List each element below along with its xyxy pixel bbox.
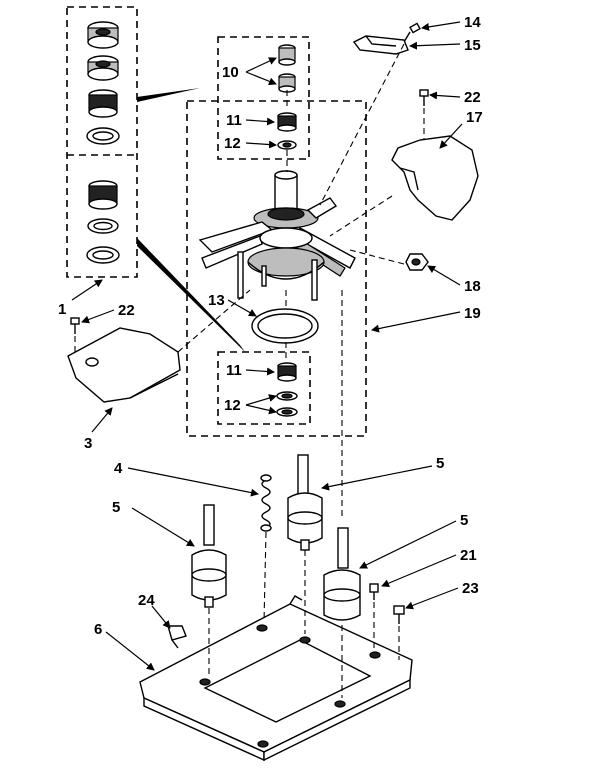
screw-22-right bbox=[419, 89, 429, 106]
kit-bearing-2 bbox=[87, 55, 119, 81]
bearing-10 bbox=[278, 44, 296, 93]
callout-4: 4 bbox=[114, 460, 123, 477]
base-6 bbox=[139, 595, 413, 762]
callout-5-top: 5 bbox=[436, 455, 444, 472]
callout-13: 13 bbox=[208, 292, 225, 309]
damper-5-center bbox=[287, 454, 323, 551]
callout-24: 24 bbox=[138, 592, 155, 609]
callout-10: 10 bbox=[222, 64, 239, 81]
kit-pointer-upper bbox=[137, 88, 200, 102]
kit-bearing-3 bbox=[88, 89, 118, 118]
screw-22-left bbox=[70, 317, 80, 334]
callout-11-lower: 11 bbox=[226, 362, 242, 379]
plate-3 bbox=[67, 327, 181, 403]
guide-lines bbox=[74, 43, 425, 698]
clip-24 bbox=[167, 625, 187, 649]
screw-21 bbox=[369, 583, 379, 600]
cover-17 bbox=[391, 135, 479, 221]
callout-5-right: 5 bbox=[460, 512, 468, 529]
callout-5-left: 5 bbox=[112, 499, 120, 516]
callout-18: 18 bbox=[464, 278, 481, 295]
screw-14 bbox=[403, 22, 421, 43]
kit-washer-2 bbox=[87, 218, 119, 234]
callout-21: 21 bbox=[460, 547, 477, 564]
screw-23 bbox=[393, 605, 405, 624]
callout-3: 3 bbox=[84, 435, 92, 452]
callout-12-upper: 12 bbox=[224, 135, 241, 152]
callout-labels: 14 15 10 11 12 22 17 18 19 13 11 12 1 22… bbox=[58, 14, 483, 638]
callout-12-lower: 12 bbox=[224, 397, 241, 414]
callout-14: 14 bbox=[464, 14, 481, 31]
bearing-11-upper bbox=[277, 112, 297, 132]
callout-23: 23 bbox=[462, 580, 479, 597]
kit-bearing-4 bbox=[88, 180, 118, 210]
callout-11-upper: 11 bbox=[226, 112, 242, 129]
damper-5-left bbox=[191, 504, 227, 608]
callout-15: 15 bbox=[464, 37, 481, 54]
bearing-11-lower bbox=[277, 362, 297, 382]
washers-12-lower bbox=[276, 391, 298, 417]
nut-18 bbox=[405, 253, 429, 271]
bracket-15 bbox=[352, 35, 409, 55]
damper-5-right bbox=[323, 527, 361, 621]
ring-13 bbox=[251, 308, 319, 344]
callout-22-left: 22 bbox=[118, 302, 135, 319]
kit-pointer-lower bbox=[137, 238, 245, 352]
callout-1: 1 bbox=[58, 301, 66, 318]
gearcase-box bbox=[186, 36, 367, 437]
callout-17: 17 bbox=[466, 109, 483, 126]
callout-19: 19 bbox=[464, 305, 481, 322]
kit-bearing-1 bbox=[87, 21, 119, 49]
callout-6: 6 bbox=[94, 621, 102, 638]
kit-washer-3 bbox=[86, 246, 120, 264]
kit-box bbox=[66, 6, 245, 352]
washer-12-upper bbox=[277, 140, 297, 150]
leader-lines bbox=[71, 21, 463, 671]
spring-4 bbox=[260, 474, 272, 532]
kit-washer-1 bbox=[86, 127, 120, 145]
callout-22-right: 22 bbox=[464, 89, 481, 106]
